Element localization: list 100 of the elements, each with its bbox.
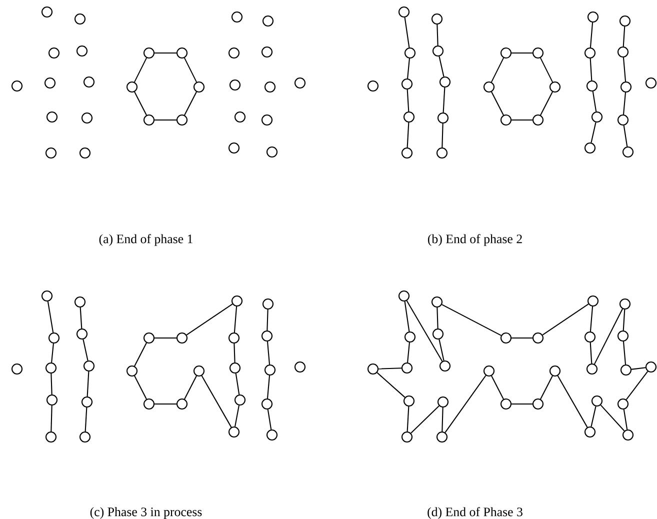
graph-edge bbox=[51, 343, 54, 363]
vertex-circle bbox=[76, 45, 88, 57]
vertex-circle bbox=[231, 11, 243, 23]
vertex-circle bbox=[41, 290, 53, 302]
vertex-circle bbox=[46, 111, 58, 123]
vertex-circle bbox=[620, 364, 632, 376]
vertex-circle bbox=[586, 80, 598, 92]
graph-edge bbox=[622, 341, 626, 365]
vertex-circle bbox=[431, 296, 443, 308]
graph-edge bbox=[542, 304, 589, 336]
vertex-circle bbox=[584, 331, 596, 343]
graph-edge bbox=[82, 339, 88, 361]
vertex-circle bbox=[45, 431, 57, 443]
vertex-circle bbox=[617, 46, 629, 58]
graph-edge bbox=[442, 124, 444, 148]
graph-edge bbox=[590, 58, 592, 80]
vertex-circle bbox=[586, 363, 598, 375]
graph-edge bbox=[266, 341, 270, 365]
vertex-circle bbox=[79, 147, 91, 159]
vertex-circle bbox=[431, 13, 443, 25]
vertex-circle bbox=[398, 6, 410, 18]
graph-edge bbox=[267, 409, 272, 430]
graph-edge bbox=[622, 57, 626, 82]
vertex-circle bbox=[261, 46, 273, 58]
caption: (a) End of phase 1 bbox=[99, 234, 192, 246]
graph-edge bbox=[442, 408, 444, 432]
graph-edge bbox=[631, 367, 646, 370]
vertex-circle bbox=[500, 47, 512, 59]
graph-edge bbox=[184, 58, 197, 82]
graph-edge bbox=[438, 339, 444, 361]
vertex-circle bbox=[549, 365, 561, 377]
graph-edge bbox=[442, 87, 446, 113]
vertex-circle bbox=[436, 431, 448, 443]
vertex-circle bbox=[143, 47, 155, 59]
vertex-circle bbox=[439, 76, 451, 88]
graph-edge bbox=[410, 405, 440, 434]
graph-edge bbox=[186, 304, 233, 336]
vertex-circle bbox=[48, 47, 60, 59]
vertex-circle bbox=[437, 112, 449, 124]
graph-edge bbox=[266, 375, 270, 399]
graph-edge bbox=[491, 92, 504, 116]
vertex-circle bbox=[294, 77, 306, 89]
vertex-circle bbox=[403, 111, 415, 123]
graph-edge bbox=[512, 119, 532, 121]
vertex-circle bbox=[266, 146, 278, 158]
vertex-circle bbox=[619, 298, 631, 310]
graph-edge bbox=[134, 342, 147, 366]
vertex-circle bbox=[176, 398, 188, 410]
graph-edge bbox=[404, 301, 410, 332]
vertex-circle bbox=[367, 363, 379, 375]
vertex-circle bbox=[228, 426, 240, 438]
vertex-circle bbox=[74, 296, 86, 308]
graph-edge bbox=[406, 122, 410, 148]
vertex-circle bbox=[143, 114, 155, 126]
vertex-circle bbox=[228, 142, 240, 154]
graph-edge bbox=[50, 374, 52, 394]
vertex-circle bbox=[44, 77, 56, 89]
graph-edge bbox=[442, 304, 502, 336]
vertex-circle bbox=[76, 328, 88, 340]
vertex-circle bbox=[126, 81, 138, 93]
graph-edge bbox=[622, 92, 626, 115]
graph-edge bbox=[235, 373, 240, 395]
vertex-circle bbox=[234, 111, 246, 123]
vertex-circle bbox=[549, 81, 561, 93]
vertex-circle bbox=[264, 81, 276, 93]
vertex-circle bbox=[266, 429, 278, 441]
graph-edge bbox=[201, 376, 232, 428]
vertex-circle bbox=[619, 15, 631, 27]
vertex-circle bbox=[11, 80, 23, 92]
graph-edge bbox=[540, 92, 553, 116]
vertex-circle bbox=[45, 147, 57, 159]
caption: (d) End of Phase 3 bbox=[428, 507, 522, 519]
graph-edge bbox=[540, 58, 553, 82]
vertex-circle bbox=[401, 431, 413, 443]
vertex-circle bbox=[404, 331, 416, 343]
graph-edge bbox=[491, 376, 504, 400]
vertex-circle bbox=[500, 398, 512, 410]
vertex-circle bbox=[403, 395, 415, 407]
vertex-circle bbox=[532, 398, 544, 410]
vertex-circle bbox=[617, 114, 629, 126]
graph-edge bbox=[80, 307, 82, 328]
graph-edge bbox=[444, 375, 486, 433]
graph-edge bbox=[134, 58, 147, 82]
vertex-circle bbox=[81, 112, 93, 124]
graph-edge bbox=[590, 122, 596, 143]
vertex-circle bbox=[617, 330, 629, 342]
vertex-circle bbox=[79, 431, 91, 443]
graph-edge bbox=[436, 308, 438, 328]
graph-edge bbox=[512, 337, 532, 339]
vertex-circle bbox=[436, 147, 448, 159]
graph-edge bbox=[491, 58, 504, 82]
graph-edge bbox=[406, 406, 410, 432]
vertex-circle bbox=[591, 111, 603, 123]
graph-edge bbox=[86, 371, 90, 396]
graph-edge bbox=[234, 405, 240, 427]
vertex-circle bbox=[401, 147, 413, 159]
vertex-circle bbox=[228, 47, 240, 59]
graph-edge bbox=[184, 376, 197, 400]
vertex-circle bbox=[176, 332, 188, 344]
graph-edge bbox=[134, 376, 147, 400]
